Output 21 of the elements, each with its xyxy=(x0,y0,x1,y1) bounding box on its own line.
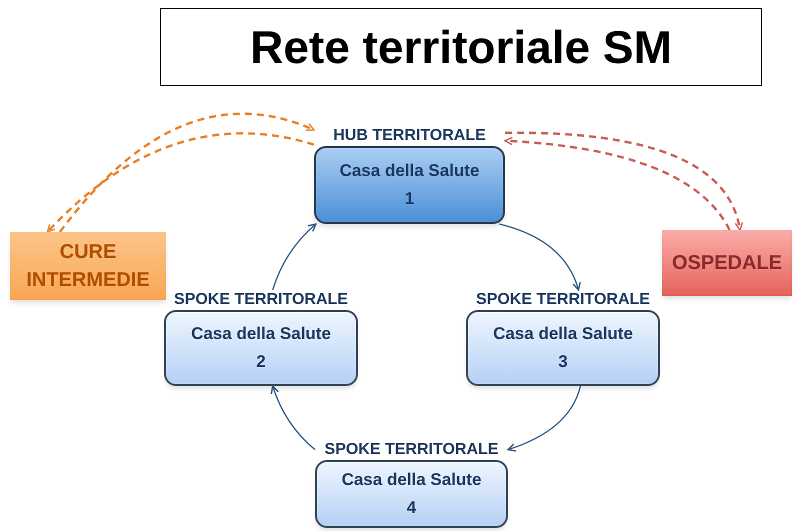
box-heading: HUB TERRITORALE xyxy=(332,126,487,146)
arrow xyxy=(272,223,317,290)
arrow xyxy=(499,223,580,291)
box-text: Casa della Salute xyxy=(340,161,480,181)
box-heading: SPOKE TERRITORALE xyxy=(475,290,651,310)
box-text: Casa della Salute xyxy=(191,324,331,344)
box-heading: SPOKE TERRITORALE xyxy=(324,440,500,460)
arrow xyxy=(46,132,314,233)
box-text: 2 xyxy=(256,352,266,372)
box-text: 4 xyxy=(406,498,416,518)
box-text: 3 xyxy=(558,352,568,372)
box-text: OSPEDALE xyxy=(672,251,782,276)
arrow xyxy=(58,112,315,233)
box-text: CURE INTERMEDIE xyxy=(25,240,151,293)
box-text: Casa della Salute xyxy=(493,324,633,344)
title: Rete territoriale SM xyxy=(250,24,672,70)
box-text: 1 xyxy=(404,189,414,209)
arrow xyxy=(270,385,316,450)
box-heading: SPOKE TERRITORALE xyxy=(173,290,349,310)
box-text: Casa della Salute xyxy=(342,470,482,490)
arrow xyxy=(507,386,582,452)
